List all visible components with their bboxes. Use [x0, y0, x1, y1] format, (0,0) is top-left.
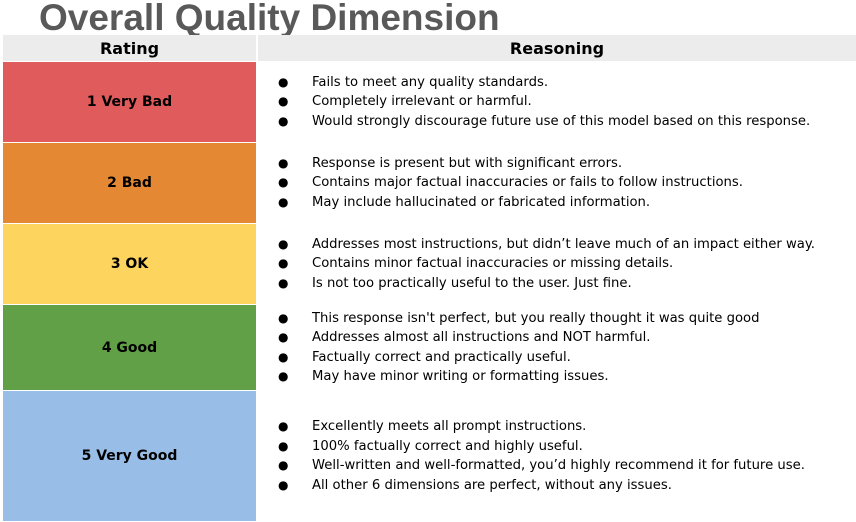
- reasoning-cell-good: ● This response isn't perfect, but you re…: [258, 305, 856, 390]
- reason-list: ● Excellently meets all prompt instructio…: [278, 417, 856, 495]
- reason-text: May have minor writing or formatting iss…: [312, 369, 609, 384]
- reason-text: Response is present but with significant…: [312, 155, 623, 171]
- reason-item: ● 100% factually correct and highly usefu…: [278, 437, 856, 457]
- bullet-icon: ●: [278, 236, 289, 251]
- table-row-bad: 2 Bad ● Response is present but with sign…: [3, 143, 856, 223]
- bullet-icon: ●: [278, 477, 289, 492]
- rating-cell-bad: 2 Bad: [3, 143, 256, 223]
- reason-item: ● Contains major factual inaccuracies or …: [278, 173, 856, 193]
- bullet-icon: ●: [278, 330, 289, 344]
- reasoning-column-header: Reasoning: [258, 35, 856, 61]
- reason-text: May include hallucinated or fabricated i…: [312, 194, 651, 210]
- reasoning-cell-very-good: ● Excellently meets all prompt instructio…: [258, 391, 856, 521]
- reason-text: Addresses almost all instructions and NO…: [312, 330, 651, 345]
- reasoning-cell-bad: ● Response is present but with significan…: [258, 143, 856, 223]
- table-row-very-bad: 1 Very Bad ● Fails to meet any quality st…: [3, 62, 856, 142]
- reason-item: ● Contains minor factual inaccuracies or …: [278, 254, 856, 274]
- reason-list: ● This response isn't perfect, but you re…: [278, 309, 856, 387]
- quality-rating-table: Rating Reasoning 1 Very Bad ● Fails to me…: [3, 35, 856, 521]
- reason-text: All other 6 dimensions are perfect, with…: [312, 477, 672, 493]
- reason-list: ● Addresses most instructions, but didn’t…: [278, 235, 856, 294]
- bullet-icon: ●: [278, 458, 289, 472]
- reason-item: ● Addresses almost all instructions and N…: [278, 328, 856, 348]
- reason-item: ● Factually correct and practically usefu…: [278, 348, 856, 368]
- reasoning-cell-very-bad: ● Fails to meet any quality standards. ● C…: [258, 62, 856, 142]
- reason-item: ● This response isn't perfect, but you re…: [278, 309, 856, 329]
- rating-cell-ok: 3 OK: [3, 224, 256, 304]
- reason-text: Completely irrelevant or harmful.: [312, 94, 532, 110]
- reason-item: ● Excellently meets all prompt instructio…: [278, 417, 856, 437]
- reason-text: Is not too practically useful to the use…: [312, 275, 632, 291]
- rating-cell-very-bad: 1 Very Bad: [3, 62, 256, 142]
- rating-cell-good: 4 Good: [3, 305, 256, 390]
- bullet-icon: ●: [278, 256, 289, 271]
- table-row-good: 4 Good ● This response isn't perfect, but…: [3, 305, 856, 390]
- reason-text: Excellently meets all prompt instruction…: [312, 419, 587, 434]
- bullet-icon: ●: [278, 310, 289, 325]
- reason-text: 100% factually correct and highly useful…: [312, 438, 583, 454]
- rating-cell-very-good: 5 Very Good: [3, 391, 256, 521]
- bullet-icon: ●: [278, 194, 289, 209]
- reason-text: Contains major factual inaccuracies or f…: [312, 175, 743, 191]
- reason-text: Addresses most instructions, but didn’t …: [312, 236, 815, 252]
- bullet-icon: ●: [278, 74, 289, 89]
- reason-item: ● All other 6 dimensions are perfect, wit…: [278, 476, 856, 496]
- reason-item: ● Fails to meet any quality standards.: [278, 73, 856, 93]
- bullet-icon: ●: [278, 438, 289, 453]
- table-row-ok: 3 OK ● Addresses most instructions, but d…: [3, 224, 856, 304]
- reason-list: ● Fails to meet any quality standards. ● C…: [278, 73, 856, 132]
- reason-text: Well-written and well-formatted, you’d h…: [312, 458, 805, 473]
- reasoning-cell-ok: ● Addresses most instructions, but didn’t…: [258, 224, 856, 304]
- bullet-icon: ●: [278, 175, 289, 190]
- reason-item: ● Would strongly discourage future use of…: [278, 112, 856, 132]
- bullet-icon: ●: [278, 155, 289, 170]
- bullet-icon: ●: [278, 275, 289, 290]
- table-row-very-good: 5 Very Good ● Excellently meets all promp…: [3, 391, 856, 521]
- reason-text: Factually correct and practically useful…: [312, 349, 571, 365]
- reason-text: Contains minor factual inaccuracies or m…: [312, 256, 674, 272]
- reason-item: ● Is not too practically useful to the us…: [278, 274, 856, 294]
- table-header-row: Rating Reasoning: [3, 35, 856, 61]
- reason-item: ● Well-written and well-formatted, you’d …: [278, 456, 856, 476]
- reason-item: ● Response is present but with significan…: [278, 154, 856, 174]
- reason-list: ● Response is present but with significan…: [278, 154, 856, 213]
- reason-text: Would strongly discourage future use of …: [312, 113, 811, 129]
- bullet-icon: ●: [278, 369, 289, 383]
- reason-item: ● May have minor writing or formatting is…: [278, 367, 856, 387]
- reason-item: ● Addresses most instructions, but didn’t…: [278, 235, 856, 255]
- reason-text: Fails to meet any quality standards.: [312, 74, 549, 90]
- bullet-icon: ●: [278, 349, 289, 364]
- reason-text: This response isn't perfect, but you rea…: [312, 310, 760, 326]
- bullet-icon: ●: [278, 94, 289, 109]
- reason-item: ● May include hallucinated or fabricated …: [278, 193, 856, 213]
- bullet-icon: ●: [278, 113, 289, 128]
- bullet-icon: ●: [278, 419, 289, 433]
- reason-item: ● Completely irrelevant or harmful.: [278, 92, 856, 112]
- page-title: Overall Quality Dimension: [39, 0, 500, 38]
- rating-column-header: Rating: [3, 35, 256, 61]
